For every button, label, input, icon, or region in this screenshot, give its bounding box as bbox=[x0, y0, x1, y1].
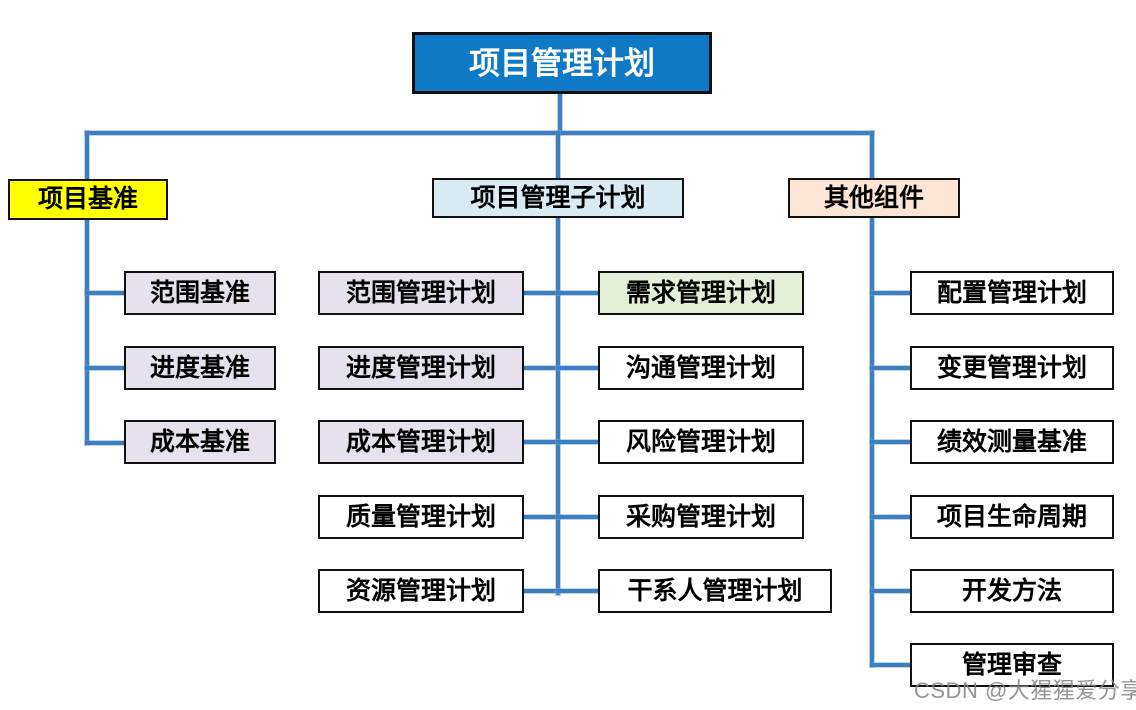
node-risk-mgmt-plan: 风险管理计划 bbox=[598, 420, 804, 464]
node-configuration-mgmt-plan: 配置管理计划 bbox=[910, 271, 1114, 315]
connector-stub bbox=[556, 366, 598, 370]
connector-stub bbox=[556, 440, 598, 444]
connector-stub bbox=[524, 291, 560, 295]
connector-stub bbox=[556, 515, 598, 519]
connector-drop-baselines bbox=[85, 131, 89, 180]
connector-stub bbox=[524, 440, 560, 444]
node-schedule-baseline: 进度基准 bbox=[124, 346, 276, 390]
connector-stub bbox=[870, 515, 910, 519]
node-performance-measurement-baseline: 绩效测量基准 bbox=[910, 420, 1114, 464]
node-procurement-mgmt-plan: 采购管理计划 bbox=[598, 495, 804, 539]
connector-baselines-spine bbox=[85, 220, 89, 445]
connector-stub bbox=[85, 366, 124, 370]
watermark-text: CSDN @大猩猩爱分享 bbox=[914, 678, 1136, 703]
node-quality-mgmt-plan: 质量管理计划 bbox=[318, 495, 524, 539]
node-stakeholder-mgmt-plan: 干系人管理计划 bbox=[598, 569, 832, 613]
connector-stub bbox=[870, 663, 910, 667]
node-cost-baseline: 成本基准 bbox=[124, 420, 276, 464]
connector-stub bbox=[85, 291, 124, 295]
connector-drop-subplans bbox=[556, 131, 560, 178]
connector-stub bbox=[524, 515, 560, 519]
connector-stub bbox=[85, 441, 124, 445]
connector-main-rail bbox=[85, 131, 874, 135]
node-subsidiary-plans-header: 项目管理子计划 bbox=[432, 178, 684, 218]
node-resource-mgmt-plan: 资源管理计划 bbox=[318, 569, 524, 613]
connector-drop-other bbox=[870, 131, 874, 178]
node-project-management-plan: 项目管理计划 bbox=[412, 32, 712, 94]
node-scope-mgmt-plan: 范围管理计划 bbox=[318, 271, 524, 315]
node-change-mgmt-plan: 变更管理计划 bbox=[910, 346, 1114, 390]
connector-stub bbox=[870, 366, 910, 370]
node-development-approach: 开发方法 bbox=[910, 569, 1114, 613]
node-other-components-header: 其他组件 bbox=[788, 178, 960, 218]
connector-stub bbox=[556, 589, 598, 593]
connector-stub bbox=[556, 291, 598, 295]
node-requirements-mgmt-plan: 需求管理计划 bbox=[598, 271, 804, 315]
node-scope-baseline: 范围基准 bbox=[124, 271, 276, 315]
node-schedule-mgmt-plan: 进度管理计划 bbox=[318, 346, 524, 390]
connector-stub bbox=[524, 589, 560, 593]
node-communications-mgmt-plan: 沟通管理计划 bbox=[598, 346, 804, 390]
connector-subplans-spine bbox=[556, 218, 560, 595]
node-management-reviews: 管理审查 bbox=[910, 643, 1114, 687]
connector-stub bbox=[870, 589, 910, 593]
node-project-life-cycle: 项目生命周期 bbox=[910, 495, 1114, 539]
connector-stub bbox=[870, 291, 910, 295]
connector-stub bbox=[870, 440, 910, 444]
connector-stub bbox=[524, 366, 560, 370]
node-project-baselines-header: 项目基准 bbox=[8, 179, 168, 220]
connector-root-drop bbox=[558, 93, 562, 135]
node-cost-mgmt-plan: 成本管理计划 bbox=[318, 420, 524, 464]
